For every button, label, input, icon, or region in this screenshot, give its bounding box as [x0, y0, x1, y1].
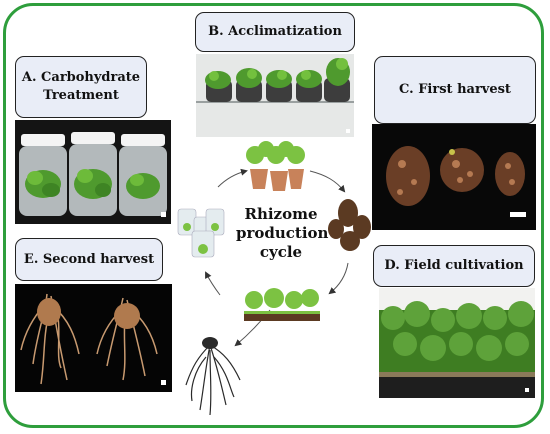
planted-row-icon [244, 288, 320, 321]
arrow-1 [217, 168, 248, 188]
stage-e-text: E. Second harvest [23, 251, 155, 267]
stage-a-photo [15, 120, 171, 224]
potted-plants-icon [246, 141, 305, 191]
stage-e-photo [15, 284, 172, 392]
stage-e-label: E. Second harvest [15, 238, 163, 281]
cycle-title-text: Rhizome production cycle [236, 205, 329, 261]
stage-a-text: A. Carbohydrate Treatment [21, 70, 141, 103]
stage-d-photo [379, 288, 535, 398]
cycle-title: Rhizome production cycle [236, 205, 329, 261]
stage-c-text: C. First harvest [399, 82, 511, 98]
roots-icon [185, 344, 241, 416]
stage-b-photo [196, 54, 354, 137]
stage-c-label: C. First harvest [374, 56, 536, 124]
arrow-2 [309, 170, 346, 193]
stage-c-photo [372, 124, 536, 230]
arrow-3 [328, 262, 349, 295]
stage-b-label: B. Acclimatization [195, 12, 355, 52]
stage-d-label: D. Field cultivation [373, 245, 535, 287]
cycle-diagram [170, 135, 385, 420]
outer-frame [3, 3, 544, 428]
stage-d-text: D. Field cultivation [384, 258, 524, 274]
stage-a-label: A. Carbohydrate Treatment [15, 56, 147, 118]
stage-b-text: B. Acclimatization [208, 24, 342, 40]
rhizome-icon [328, 199, 371, 251]
arrow-5 [205, 271, 221, 296]
